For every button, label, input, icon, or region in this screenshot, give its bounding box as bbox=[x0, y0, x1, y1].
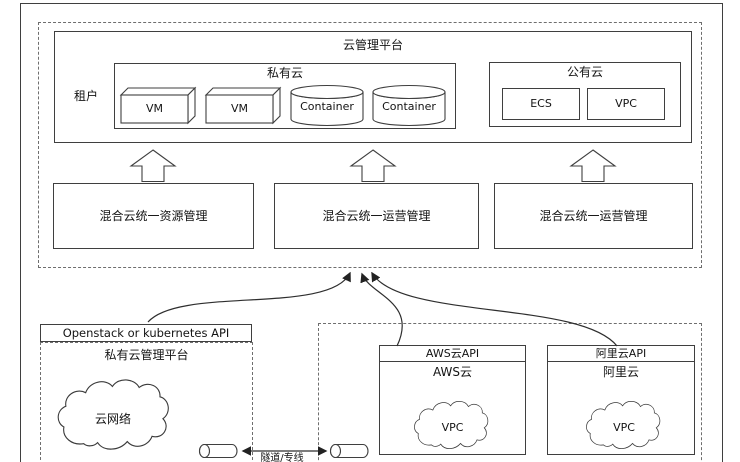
private-platform-label: 私有云管理平台 bbox=[104, 348, 189, 362]
mgmt-box-operation-1: 混合云统一运营管理 bbox=[274, 183, 479, 249]
aws-vpc-label: VPC bbox=[441, 421, 464, 434]
aws-api-box: AWS云API bbox=[379, 345, 526, 362]
private-cloud-label: 私有云 bbox=[266, 66, 303, 80]
ecs-box: ECS bbox=[502, 88, 580, 120]
mgmt-box-operation-1-label: 混合云统一运营管理 bbox=[322, 208, 431, 223]
openstack-api-label: Openstack or kubernetes API bbox=[62, 325, 230, 340]
vm2-label: VM bbox=[230, 102, 248, 115]
ali-api-label: 阿里云API bbox=[595, 346, 647, 360]
aws-api-label: AWS云API bbox=[425, 346, 480, 360]
ali-cloud-label: 阿里云 bbox=[602, 365, 639, 379]
vpc-box: VPC bbox=[587, 88, 665, 120]
ali-api-box: 阿里云API bbox=[547, 345, 695, 362]
ali-vpc-label: VPC bbox=[613, 421, 635, 434]
cmp-dashed-region bbox=[38, 22, 702, 268]
tunnel-label: 隧道/专线 bbox=[260, 453, 304, 462]
vm1-label: VM bbox=[145, 102, 163, 115]
vpc-label: VPC bbox=[615, 97, 637, 111]
cloud-network-label: 云网络 bbox=[94, 412, 131, 426]
mgmt-box-resource: 混合云统一资源管理 bbox=[53, 183, 254, 249]
openstack-api-box: Openstack or kubernetes API bbox=[40, 324, 252, 342]
mgmt-box-resource-label: 混合云统一资源管理 bbox=[99, 208, 208, 223]
mgmt-box-operation-2: 混合云统一运营管理 bbox=[494, 183, 693, 249]
public-cloud-label: 公有云 bbox=[566, 65, 603, 79]
mgmt-box-operation-2-label: 混合云统一运营管理 bbox=[539, 208, 648, 223]
tenant-label: 租户 bbox=[73, 89, 98, 103]
container2-label: Container bbox=[382, 100, 436, 113]
container1-label: Container bbox=[300, 100, 354, 113]
ecs-label: ECS bbox=[530, 97, 552, 111]
private-platform-dashed-box bbox=[40, 342, 253, 462]
aws-cloud-label: AWS云 bbox=[432, 365, 473, 379]
cmp-title: 云管理平台 bbox=[342, 38, 403, 52]
